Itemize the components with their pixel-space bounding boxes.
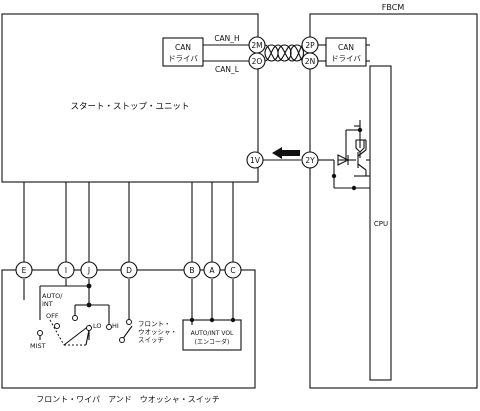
can-twisted-pair [264,44,304,62]
wiper-label-line2: INT [42,300,53,308]
pin-1v-label: 1V [250,156,261,165]
ssu-title: スタート・ストップ・ユニット [70,102,189,112]
pin-b [183,261,201,279]
washer-label-line2: ウオッシャ・ [138,328,177,336]
lo-label: LO [93,322,102,330]
fbcm-can-driver-box [325,37,367,67]
pin-a-label: A [209,266,215,275]
cpu-box [369,65,392,381]
wiper-label-line1: AUTO/ [42,292,63,300]
washer-label-line3: スイッチ [138,336,164,344]
pin-e-label: E [22,266,27,275]
pin-2p-label: 2P [305,41,315,50]
ssu-driver-line1: CAN [175,43,191,52]
pin-d-label: D [126,266,132,275]
pin-a [203,261,221,279]
signal-direction-arrow [272,147,300,159]
pin-j-label: J [87,266,90,275]
fbcm-driver-line2: ドライバ [331,54,361,63]
encoder-label-line2: (エンコーダ) [195,338,230,346]
pin-2n [301,52,319,70]
switch-title: フロント・ワイパ アンド ウオッシャ・スイッチ [36,395,220,404]
pin-j [80,261,98,279]
pin-e [15,261,33,279]
pin-2m-label: 2M [251,41,262,50]
pin-b-label: B [189,266,194,275]
pin-c-label: C [230,266,235,275]
cpu-label: CPU [374,220,388,228]
washer-label-line1: フロント・ [138,320,171,328]
pin-c [224,261,242,279]
pin-2o [248,52,266,70]
can-h-label: CAN_H [214,34,239,43]
ssu-can-driver-box [162,37,204,67]
pin-2n-label: 2N [305,57,315,66]
start-stop-unit-box [1,13,259,183]
pin-i [57,261,75,279]
off-label: OFF [46,312,59,320]
pin-1v [246,151,264,169]
pin-d [120,261,138,279]
pin-i-label: I [65,266,67,275]
fbcm-box [309,13,478,389]
ssu-driver-line2: ドライバ [168,54,198,63]
hi-label: HI [112,322,119,330]
pin-2y [301,151,319,169]
fbcm-title: FBCM [382,3,405,12]
mist-label: MIST [30,342,46,350]
encoder-label-line1: AUTO/INT VOL [191,330,234,337]
fbcm-driver-line1: CAN [338,43,354,52]
pin-2o-label: 2O [252,57,263,66]
pin-2y-label: 2Y [305,156,315,165]
can-l-label: CAN_L [215,65,240,74]
